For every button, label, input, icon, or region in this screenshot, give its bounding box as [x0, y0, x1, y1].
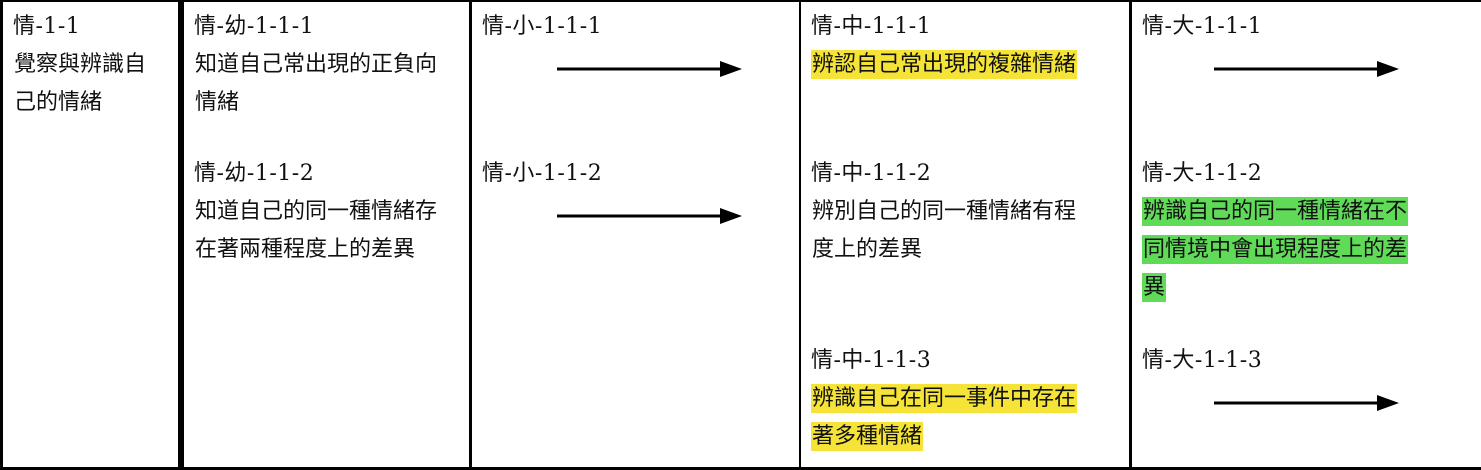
indicator-text: 覺察與辨識自己的情緒 — [13, 46, 153, 122]
indicator-block: 情-小-1-1-2 — [482, 155, 793, 227]
indicator-code: 情-中-1-1-3 — [811, 348, 932, 373]
indicator-code: 情-中-1-1-1 — [811, 14, 932, 39]
indicator-text-span: 辨別自己的同一種情緒有程度上的差異 — [812, 199, 1077, 262]
indicator-block: 情-幼-1-1-1 知道自己常出現的正負向情緒 — [194, 8, 463, 122]
indicator-text: 辨識自己的同一種情緒在不同情境中會出現程度上的差異 — [1142, 193, 1414, 307]
arrow-right-icon — [557, 205, 742, 227]
indicator-block: 情-大-1-1-3 — [1142, 342, 1475, 414]
indicator-block: 情-小-1-1-1 — [482, 8, 793, 80]
indicator-block: 情-幼-1-1-2 知道自己的同一種情緒存在著兩種程度上的差異 — [194, 155, 463, 269]
indicator-text: 辨識自己在同一事件中存在著多種情緒 — [811, 380, 1083, 456]
upper-column-cell: 情-大-1-1-1 情-大-1-1-2 辨識自己的同一種情緒在不同情境中會出現程… — [1132, 2, 1481, 467]
indicator-block: 情-中-1-1-1 辨認自己常出現的複雜情緒 — [811, 8, 1123, 84]
indicator-text: 知道自己常出現的正負向情緒 — [194, 46, 444, 122]
indicator-text-span: 辨認自己常出現的複雜情緒 — [811, 50, 1078, 79]
indicator-block: 情-1-1 覺察與辨識自己的情緒 — [13, 8, 172, 122]
indicator-text: 知道自己的同一種情緒存在著兩種程度上的差異 — [194, 193, 444, 269]
indicator-code: 情-小-1-1-2 — [482, 161, 603, 186]
middle-column-cell: 情-中-1-1-1 辨認自己常出現的複雜情緒 情-中-1-1-2 辨別自己的同一… — [801, 2, 1132, 467]
indicator-text-span: 知道自己常出現的正負向情緒 — [195, 52, 438, 115]
goal-column-cell: 情-1-1 覺察與辨識自己的情緒 — [3, 2, 184, 467]
indicator-code: 情-幼-1-1-1 — [194, 14, 315, 39]
indicator-code: 情-1-1 — [13, 14, 81, 39]
arrow-right-icon — [1214, 58, 1399, 80]
indicator-code: 情-大-1-1-1 — [1142, 14, 1263, 39]
lower-elementary-column-cell: 情-小-1-1-1 情-小-1-1-2 — [472, 2, 801, 467]
arrow-right-icon — [557, 58, 742, 80]
indicator-code: 情-大-1-1-3 — [1142, 348, 1263, 373]
indicator-text-span: 辨識自己的同一種情緒在不同情境中會出現程度上的差異 — [1142, 197, 1409, 302]
indicator-block: 情-大-1-1-2 辨識自己的同一種情緒在不同情境中會出現程度上的差異 — [1142, 155, 1475, 307]
arrow-right-icon — [1214, 392, 1399, 414]
indicator-code: 情-小-1-1-1 — [482, 14, 603, 39]
indicator-code: 情-中-1-1-2 — [811, 161, 932, 186]
indicator-text: 辨別自己的同一種情緒有程度上的差異 — [811, 193, 1083, 269]
indicator-code: 情-幼-1-1-2 — [194, 161, 315, 186]
indicator-text: 辨認自己常出現的複雜情緒 — [811, 46, 1083, 84]
indicator-text-span: 知道自己的同一種情緒存在著兩種程度上的差異 — [195, 199, 438, 262]
indicator-code: 情-大-1-1-2 — [1142, 161, 1263, 186]
indicator-block: 情-大-1-1-1 — [1142, 8, 1475, 80]
indicator-block: 情-中-1-1-2 辨別自己的同一種情緒有程度上的差異 — [811, 155, 1123, 269]
indicator-text-span: 覺察與辨識自己的情緒 — [14, 52, 147, 115]
preschool-column-cell: 情-幼-1-1-1 知道自己常出現的正負向情緒 情-幼-1-1-2 知道自己的同… — [184, 2, 472, 467]
indicator-block: 情-中-1-1-3 辨識自己在同一事件中存在著多種情緒 — [811, 342, 1123, 456]
indicator-text-span: 辨識自己在同一事件中存在著多種情緒 — [811, 384, 1078, 451]
